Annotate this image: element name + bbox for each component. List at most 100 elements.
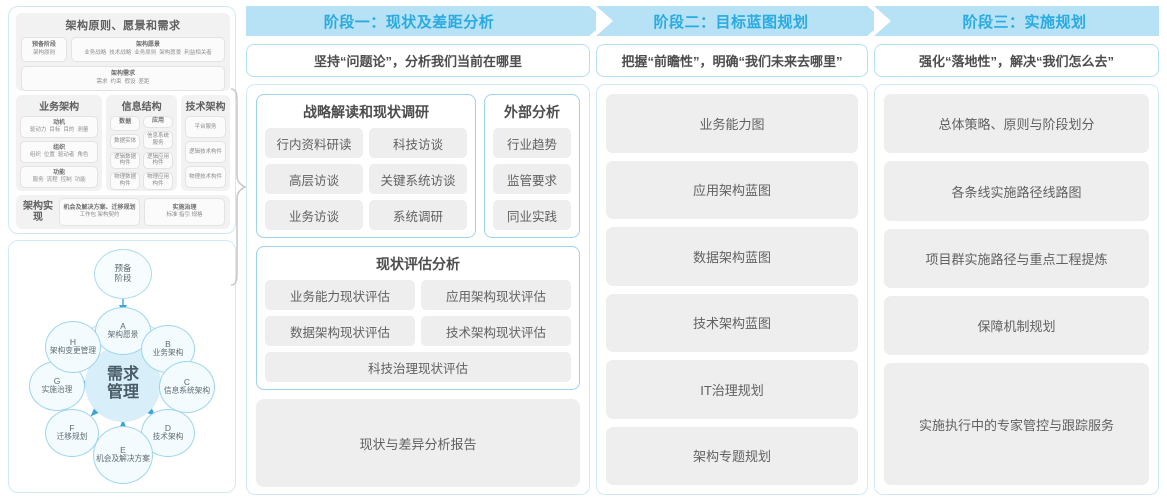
chip-data-architecture-assessment[interactable]: 数据架构现状评估 bbox=[265, 316, 415, 346]
logical-data-component-title: 逻辑数据构件 bbox=[114, 153, 137, 167]
chip-data-architecture-blueprint[interactable]: 数据架构蓝图 bbox=[606, 227, 858, 286]
physical-data-component-title: 物理数据构件 bbox=[114, 174, 137, 188]
group-title: 架构原则、愿景和需求 bbox=[65, 20, 181, 32]
phase-1-body: 战略解读和现状调研 行内资料研读 科技访谈 高层访谈 关键系统访谈 业务访谈 系… bbox=[246, 84, 590, 495]
architecture-vision-items: 业务战略技术战略业务原则架构愿景利益相关者 bbox=[84, 49, 212, 56]
information-system-service-cell: 信息系统服务 bbox=[143, 130, 173, 149]
phase-3-body: 总体策略、原则与阶段划分 各条线实施路径线路图 项目群实施路径与重点工程提炼 保… bbox=[874, 84, 1159, 495]
adm-node-e-label: 机会及解决方案 bbox=[96, 454, 150, 464]
chip-business-capability-map[interactable]: 业务能力图 bbox=[606, 94, 858, 153]
phase-3-band-label: 阶段三：实施规划 bbox=[962, 13, 1087, 31]
phase-1-subtitle: 坚持“问题论”，分析我们当前在哪里 bbox=[246, 44, 590, 77]
chip-system-survey[interactable]: 系统调研 bbox=[369, 200, 467, 230]
motivation-cell: 动机 驱动力目标目的测量 bbox=[20, 116, 99, 138]
adm-node-e-letter: E bbox=[120, 444, 126, 455]
architecture-principles-vision-requirements-group: 架构原则、愿景和需求 预备阶段 架构原则 架构愿景 业务战略技术战略业务原则架构… bbox=[16, 13, 230, 91]
adm-node-f: F 迁移规划 bbox=[45, 409, 99, 457]
opportunities-migration-sub: 工作包 架构契约 bbox=[79, 212, 120, 219]
logical-application-component-cell: 逻辑应用构件 bbox=[143, 151, 173, 170]
chip-technology-architecture-assessment[interactable]: 技术架构现状评估 bbox=[421, 316, 571, 346]
logical-application-component-title: 逻辑应用构件 bbox=[146, 153, 169, 167]
left-column: 架构原则、愿景和需求 预备阶段 架构原则 架构愿景 业务战略技术战略业务原则架构… bbox=[8, 6, 236, 493]
chip-architecture-topic-plan[interactable]: 架构专题规划 bbox=[606, 426, 858, 485]
information-structure-column: 信息结构 数据 数据实体 逻辑数据构件 物理数据构件 应用 信息系统服务 逻辑应… bbox=[106, 95, 177, 191]
prep-phase-title: 预备阶段 bbox=[31, 42, 56, 49]
adm-node-c-label: 信息系统架构 bbox=[163, 386, 211, 396]
chip-it-governance-assessment[interactable]: 科技治理现状评估 bbox=[265, 352, 571, 382]
business-architecture-header: 业务架构 bbox=[39, 102, 80, 113]
adm-node-e: E 机会及解决方案 bbox=[93, 426, 153, 484]
chip-business-capability-assessment[interactable]: 业务能力现状评估 bbox=[265, 280, 415, 310]
phase-1-subtitle-label: 坚持“问题论”，分析我们当前在哪里 bbox=[313, 54, 522, 69]
phase-1-band-label: 阶段一：现状及差距分析 bbox=[323, 13, 495, 31]
chip-line-implementation-roadmap[interactable]: 各条线实施路径线路图 bbox=[884, 161, 1149, 221]
chip-application-architecture-blueprint[interactable]: 应用架构蓝图 bbox=[606, 160, 858, 219]
motivation-title: 动机 bbox=[53, 119, 66, 126]
opportunities-migration-cell: 机会及解决方案、迁移规划 工作包 架构契约 bbox=[59, 198, 140, 226]
adm-node-d-label: 技术架构 bbox=[152, 432, 184, 442]
implementation-governance-title: 实施治理 bbox=[172, 204, 197, 211]
phase-2-subtitle: 把握“前瞻性”，明确“我们未来去哪里” bbox=[596, 44, 868, 77]
physical-data-component-cell: 物理数据构件 bbox=[110, 172, 141, 191]
adm-node-g-label: 实施治理 bbox=[41, 385, 73, 395]
chip-regulatory-requirement[interactable]: 监管要求 bbox=[493, 164, 571, 194]
architecture-requirements-cell: 架构需求 需求约束假设差距 bbox=[21, 66, 225, 91]
chip-industry-trend[interactable]: 行业趋势 bbox=[493, 128, 571, 158]
chip-expert-control-tracking-service[interactable]: 实施执行中的专家管控与跟踪服务 bbox=[884, 363, 1149, 486]
adm-node-h-letter: H bbox=[69, 336, 77, 347]
data-entity-cell: 数据实体 bbox=[110, 133, 141, 149]
gap-analysis-report-chip[interactable]: 现状与差异分析报告 bbox=[256, 399, 580, 487]
chip-technology-architecture-blueprint[interactable]: 技术架构蓝图 bbox=[606, 293, 858, 352]
adm-node-h: H 架构变更管理 bbox=[45, 321, 101, 373]
technology-architecture-column: 技术架构 平台服务 逻辑技术构件 物理技术构件 bbox=[180, 95, 230, 191]
chip-tech-interview[interactable]: 科技访谈 bbox=[369, 128, 467, 158]
current-state-assessment-header: 现状评估分析 bbox=[376, 256, 460, 272]
adm-node-g-letter: G bbox=[53, 375, 61, 386]
adm-cycle-diagram: 预备阶段 需求管理 A 架构愿景 B 业务架构 C 信息系统架构 bbox=[9, 241, 237, 494]
organization-title: 组织 bbox=[53, 144, 66, 151]
adm-center-label: 需求管理 bbox=[106, 365, 139, 401]
business-architecture-column: 业务架构 动机 驱动力目标目的测量 组织 组织位置驱动者角色 功能 服务流程控制 bbox=[16, 95, 103, 191]
adm-node-c-letter: C bbox=[183, 376, 191, 387]
implementation-governance-cell: 实施治理 标准 指引 规格 bbox=[144, 198, 225, 226]
chip-business-interview[interactable]: 业务访谈 bbox=[265, 200, 363, 230]
chip-peer-practice[interactable]: 同业实践 bbox=[493, 200, 571, 230]
logical-technology-component-cell: 逻辑技术构件 bbox=[184, 141, 226, 163]
information-system-service-title: 信息系统服务 bbox=[146, 132, 169, 146]
architecture-requirements-items: 需求约束假设差距 bbox=[96, 78, 150, 85]
adm-node-b-letter: B bbox=[165, 338, 171, 349]
prep-phase-cell: 预备阶段 架构原则 bbox=[21, 37, 67, 62]
data-entity-title: 数据实体 bbox=[114, 137, 137, 144]
strategy-research-card: 战略解读和现状调研 行内资料研读 科技访谈 高层访谈 关键系统访谈 业务访谈 系… bbox=[256, 94, 476, 238]
application-cell: 应用 bbox=[143, 116, 173, 128]
opportunities-migration-title: 机会及解决方案、迁移规划 bbox=[63, 204, 136, 211]
phase-2-band-label: 阶段二：目标蓝图规划 bbox=[653, 13, 809, 31]
data-title: 数据 bbox=[119, 119, 132, 126]
phase-2-body: 业务能力图 应用架构蓝图 数据架构蓝图 技术架构蓝图 IT治理规划 架构专题规划 bbox=[596, 84, 868, 495]
chip-internal-doc-study[interactable]: 行内资料研读 bbox=[265, 128, 363, 158]
organization-items: 组织位置驱动者角色 bbox=[29, 152, 89, 159]
function-title: 功能 bbox=[53, 169, 66, 176]
chip-executive-interview[interactable]: 高层访谈 bbox=[265, 164, 363, 194]
external-analysis-header: 外部分析 bbox=[504, 104, 560, 120]
physical-technology-component-title: 物理技术构件 bbox=[188, 173, 222, 180]
chip-assurance-mechanism-plan[interactable]: 保障机制规划 bbox=[884, 296, 1149, 356]
application-title: 应用 bbox=[151, 118, 164, 124]
adm-cycle-panel: 预备阶段 需求管理 A 架构愿景 B 业务架构 C 信息系统架构 bbox=[8, 240, 236, 493]
adm-node-h-label: 架构变更管理 bbox=[49, 346, 97, 356]
adm-node-a-label: 架构愿景 bbox=[107, 330, 139, 340]
bracket-connector-icon bbox=[230, 88, 247, 286]
chip-it-governance-plan[interactable]: IT治理规划 bbox=[606, 360, 858, 419]
architecture-vision-title: 架构愿景 bbox=[135, 42, 160, 49]
physical-application-component-title: 物理应用构件 bbox=[146, 174, 169, 188]
chip-overall-strategy-principles-phasing[interactable]: 总体策略、原则与阶段划分 bbox=[884, 94, 1149, 154]
architecture-requirements-title: 架构需求 bbox=[110, 71, 135, 78]
chip-application-architecture-assessment[interactable]: 应用架构现状评估 bbox=[421, 280, 571, 310]
current-state-assessment-card: 现状评估分析 业务能力现状评估 应用架构现状评估 数据架构现状评估 技术架构现状… bbox=[256, 246, 580, 390]
togaf-content-framework-panel: 架构原则、愿景和需求 预备阶段 架构原则 架构愿景 业务战略技术战略业务原则架构… bbox=[8, 6, 236, 234]
chip-program-path-key-projects[interactable]: 项目群实施路径与重点工程提炼 bbox=[884, 228, 1149, 289]
adm-node-d-letter: D bbox=[164, 422, 172, 433]
phase-3-subtitle-label: 强化“落地性”，解决“我们怎么去” bbox=[918, 54, 1114, 69]
information-structure-header: 信息结构 bbox=[121, 102, 162, 113]
chip-key-system-interview[interactable]: 关键系统访谈 bbox=[369, 164, 467, 194]
